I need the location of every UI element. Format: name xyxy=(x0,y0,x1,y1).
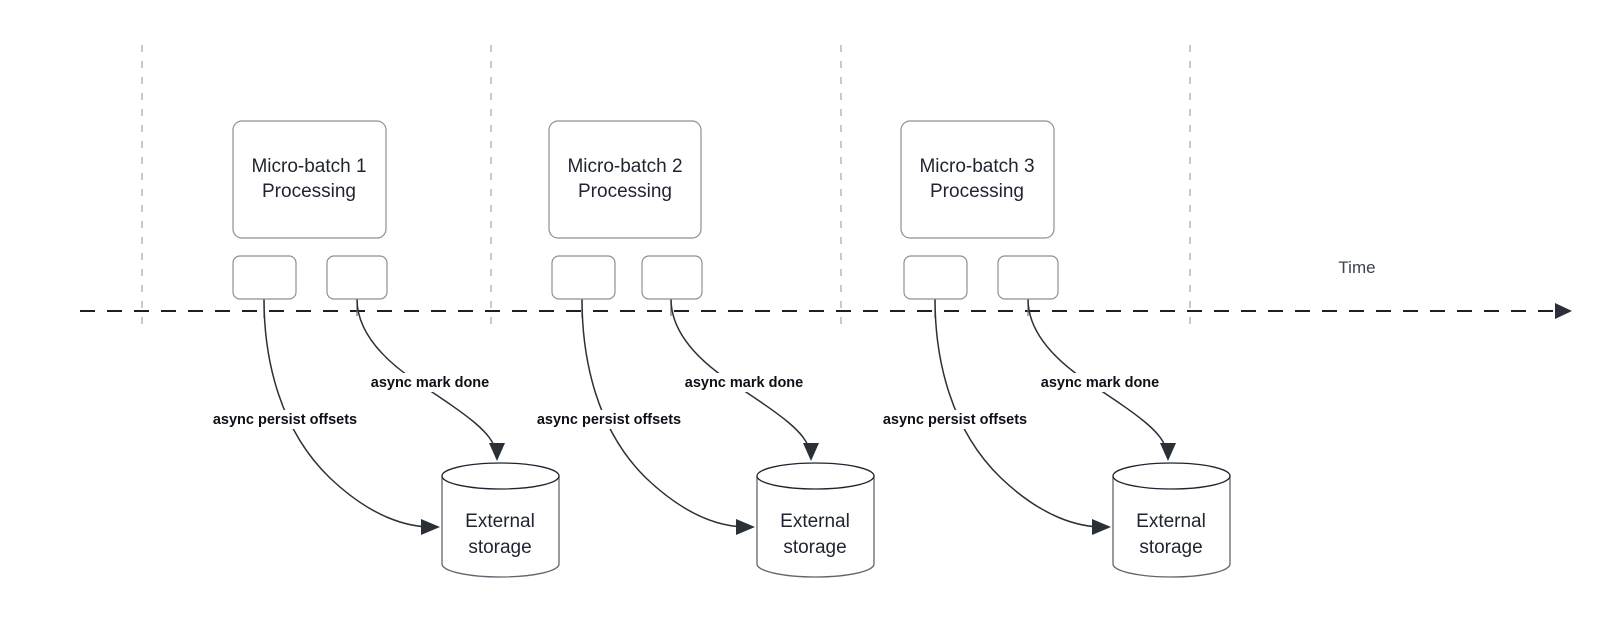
edge-label-backdrop xyxy=(369,373,491,392)
storage-cylinder-body[interactable] xyxy=(441,475,560,578)
time-axis-arrowhead xyxy=(1555,303,1572,319)
task-box-2[interactable] xyxy=(997,255,1059,300)
micro-batch-label-line1: Micro-batch 3 xyxy=(919,156,1034,177)
edge-arrowhead xyxy=(1092,519,1111,535)
edge-label-backdrop xyxy=(525,410,693,429)
edge-label-async-mark-done: async mark done xyxy=(371,375,489,391)
time-axis: Time xyxy=(80,258,1572,319)
edge-label-backdrop xyxy=(201,410,369,429)
micro-batch-label-line1: Micro-batch 1 xyxy=(251,156,366,177)
storage-cylinder-top xyxy=(1112,462,1231,490)
edge-label-async-persist-offsets: async persist offsets xyxy=(213,412,357,428)
edge-label-backdrop xyxy=(1039,373,1161,392)
edge-arrowhead xyxy=(736,519,755,535)
storage-cylinder-top xyxy=(756,462,875,490)
edge-path xyxy=(581,298,748,528)
micro-batch-label-line2: Processing xyxy=(578,181,672,202)
edge-path xyxy=(934,298,1104,528)
edge-async-persist-offsets xyxy=(581,298,755,535)
group-2: async persist offsets async mark done Micr… xyxy=(525,120,875,578)
micro-batch-label-line2: Processing xyxy=(262,181,356,202)
time-axis-label: Time xyxy=(1338,258,1375,277)
storage-label-line2: storage xyxy=(1139,537,1202,558)
edge-arrowhead xyxy=(803,443,819,461)
storage-cylinder-body[interactable] xyxy=(756,475,875,578)
micro-batch-box[interactable] xyxy=(548,120,702,239)
task-box-1[interactable] xyxy=(232,255,297,300)
task-box-1[interactable] xyxy=(903,255,968,300)
storage-label-line1: External xyxy=(1136,511,1206,532)
edge-arrowhead xyxy=(489,443,505,461)
edge-arrowhead xyxy=(421,519,440,535)
storage-label-line2: storage xyxy=(468,537,531,558)
task-box-2[interactable] xyxy=(326,255,388,300)
edge-label-async-mark-done: async mark done xyxy=(1041,375,1159,391)
group-3: async persist offsets async mark done Micr… xyxy=(871,120,1231,578)
storage-cylinder-body[interactable] xyxy=(1112,475,1231,578)
edge-label-async-mark-done: async mark done xyxy=(685,375,803,391)
micro-batch-box[interactable] xyxy=(900,120,1055,239)
edge-arrowhead xyxy=(1160,443,1176,461)
edge-path xyxy=(263,298,433,528)
edge-async-persist-offsets xyxy=(263,298,440,535)
task-box-2[interactable] xyxy=(641,255,703,300)
edge-label-async-persist-offsets: async persist offsets xyxy=(537,412,681,428)
micro-batch-box[interactable] xyxy=(232,120,387,239)
storage-label-line1: External xyxy=(780,511,850,532)
micro-batch-label-line2: Processing xyxy=(930,181,1024,202)
storage-label-line1: External xyxy=(465,511,535,532)
edge-label-backdrop xyxy=(871,410,1039,429)
storage-label-line2: storage xyxy=(783,537,846,558)
task-box-1[interactable] xyxy=(551,255,616,300)
group-1: async persist offsets async mark done Micr… xyxy=(201,120,560,578)
edge-label-async-persist-offsets: async persist offsets xyxy=(883,412,1027,428)
micro-batch-label-line1: Micro-batch 2 xyxy=(567,156,682,177)
edge-async-persist-offsets xyxy=(934,298,1111,535)
storage-cylinder-top xyxy=(441,462,560,490)
edge-label-backdrop xyxy=(683,373,805,392)
